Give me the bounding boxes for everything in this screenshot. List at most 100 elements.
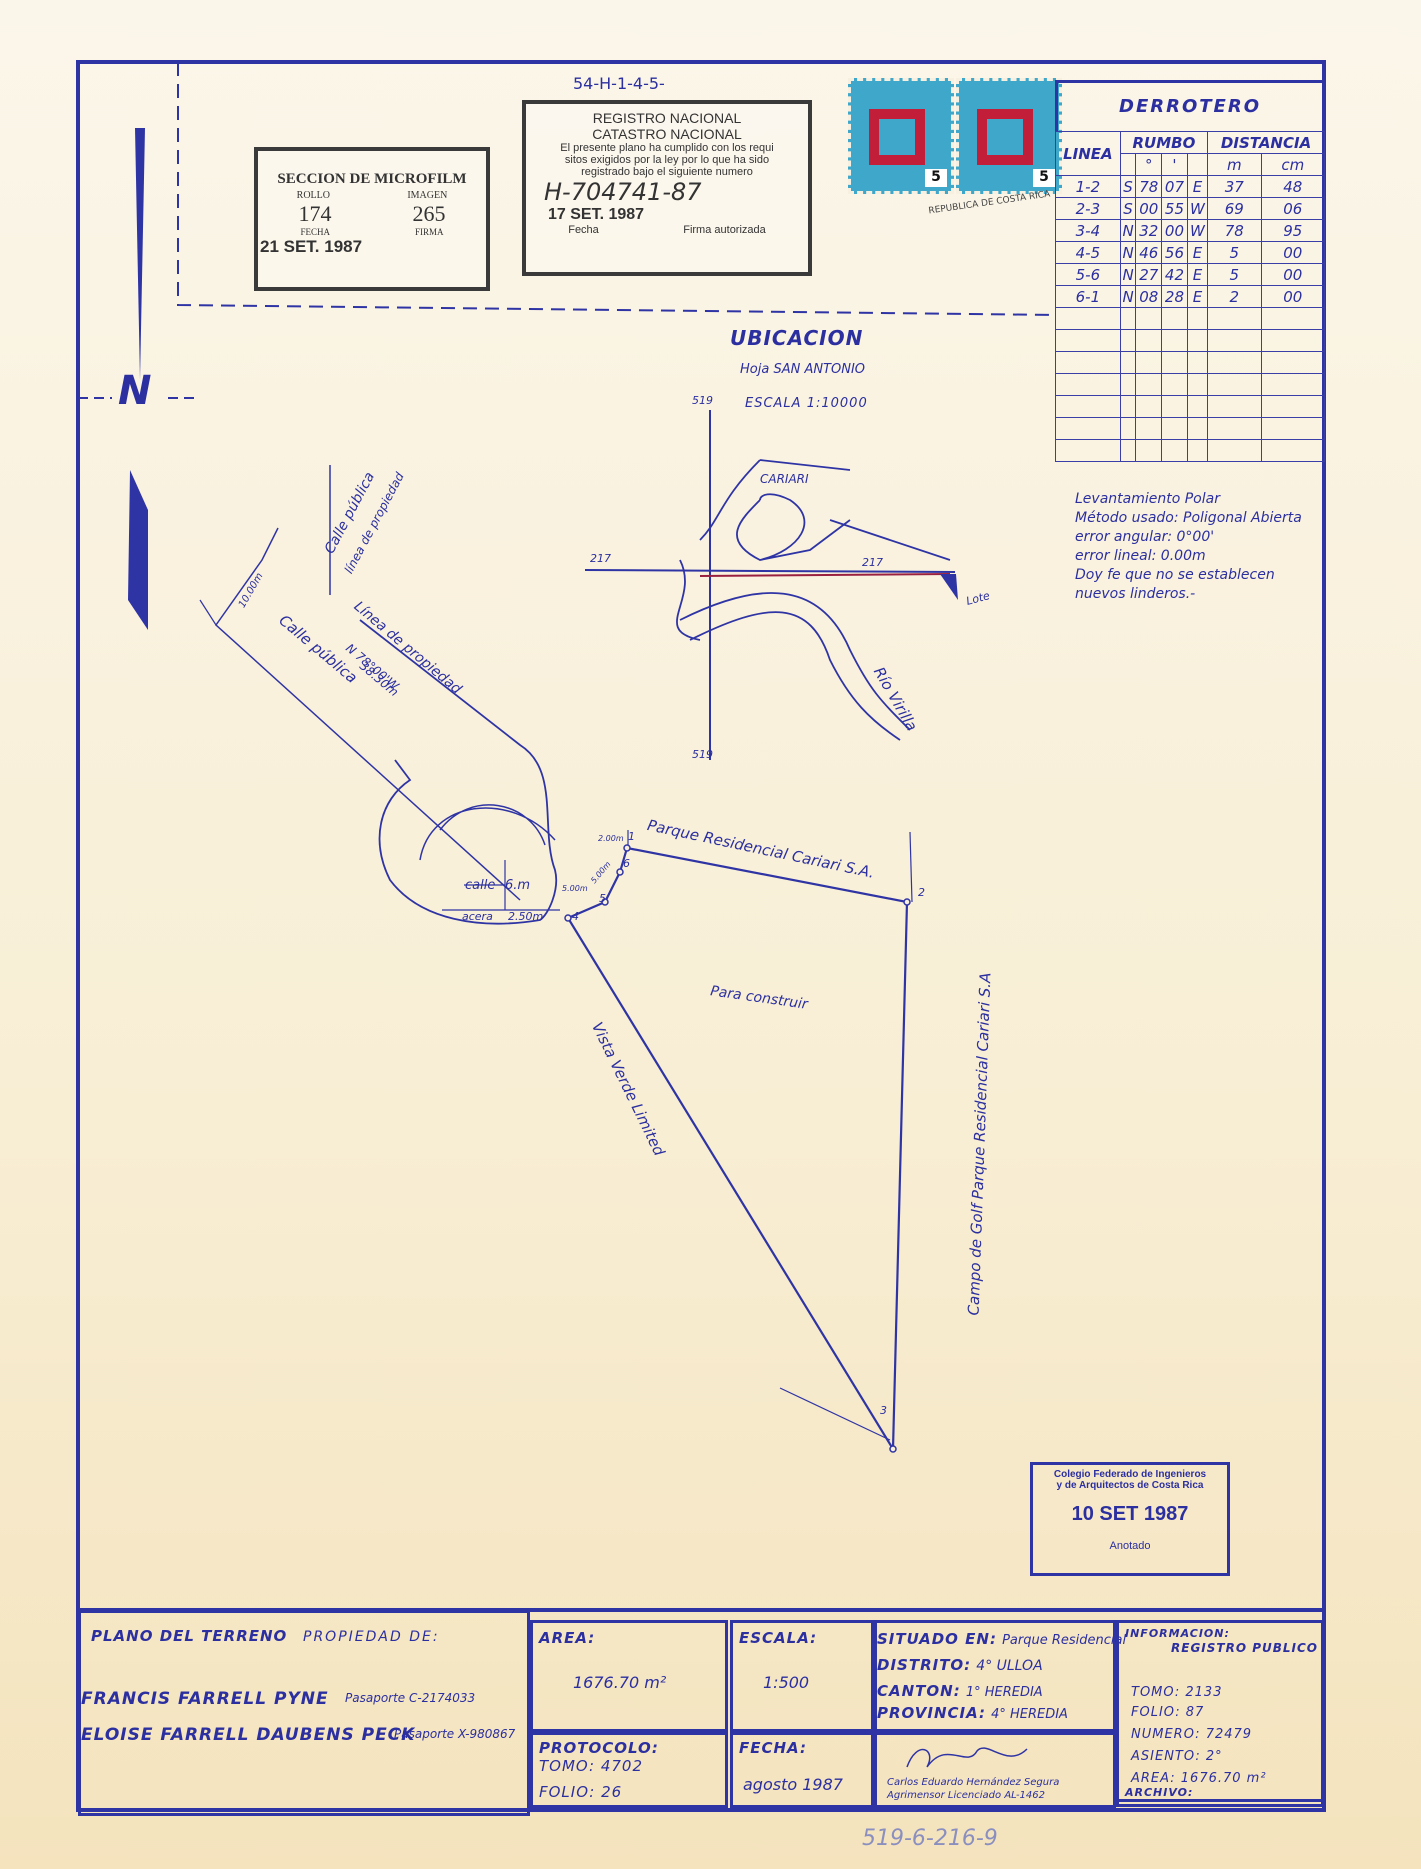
fiscal-stamp-1: 5 [848, 78, 954, 194]
registro-asiento: ASIENTO: 2° [1131, 1749, 1223, 1764]
escala-box: ESCALA: 1:500 [730, 1620, 874, 1732]
situado-label: SITUADO EN: [877, 1630, 997, 1648]
registro-fecha-label: Fecha [568, 224, 599, 236]
header-min: ' [1161, 153, 1188, 176]
registro-line1: REGISTRO NACIONAL [592, 110, 742, 126]
registro-line2: CATASTRO NACIONAL [592, 126, 742, 142]
derrotero-table: DERROTERO LINEA RUMBO DISTANCIA ° ' m cm… [1055, 80, 1326, 470]
imagen-value: 265 [412, 201, 446, 226]
point-1: 1 [628, 830, 635, 843]
note-line: Doy fe que no se establecen [1075, 567, 1275, 583]
canton-label: CANTON: [877, 1682, 961, 1700]
microfilm-date: 21 SET. 1987 [260, 237, 363, 256]
header-linea: LINEA [1055, 131, 1121, 176]
fiscal-stamp-2: 5 [956, 78, 1062, 194]
fecha-value: agosto 1987 [743, 1775, 843, 1794]
passport-1: Pasaporte C-2174033 [345, 1691, 476, 1705]
area-value: 1676.70 m² [573, 1673, 667, 1692]
archivo-label: ARCHIVO: [1125, 1786, 1194, 1799]
archivo-box: ARCHIVO: [1116, 1786, 1324, 1807]
registro-text3: registrado bajo el siguiente numero [581, 166, 753, 178]
colegio-date: 10 SET 1987 [1071, 1503, 1189, 1525]
header-cm: cm [1260, 153, 1326, 176]
fiscal-stamps: 5 5 REPUBLICA DE COSTA RICA [848, 78, 1062, 216]
calle-label: calle [465, 878, 496, 893]
note-line: nuevos linderos.- [1075, 586, 1196, 602]
info-label: INFORMACION: [1125, 1627, 1230, 1640]
protocolo-label: PROTOCOLO: [539, 1739, 659, 1757]
ubicacion-cariari: CARIARI [760, 472, 809, 486]
plano-label: PLANO DEL TERRENO [91, 1627, 288, 1645]
registro-area: AREA: 1676.70 m² [1131, 1771, 1267, 1786]
stamp-denomination-1: 5 [925, 169, 947, 187]
protocolo-box: PROTOCOLO: TOMO: 4702 FOLIO: 26 [530, 1732, 728, 1808]
area-box: AREA: 1676.70 m² [530, 1620, 728, 1732]
header-distancia: DISTANCIA [1207, 131, 1325, 154]
protocolo-folio: FOLIO: 26 [539, 1783, 623, 1801]
agrimensor-box: Carlos Eduardo Hernández Segura Agrimens… [874, 1732, 1116, 1808]
acera-width: 2.50m [508, 910, 544, 923]
header-m: m [1207, 153, 1262, 176]
registro-numero: NUMERO: 72479 [1131, 1727, 1253, 1742]
signature-icon [906, 1747, 1028, 1768]
coord-217-left: 217 [590, 552, 611, 565]
passport-2: Pasaporte X-980867 [394, 1727, 516, 1741]
coord-519-top: 519 [692, 394, 713, 407]
colegio-anotado: Anotado [1109, 1540, 1151, 1552]
escala-label: ESCALA: [739, 1629, 818, 1647]
info-label-2: REGISTRO PUBLICO [1171, 1641, 1319, 1655]
colegio-line2: y de Arquitectos de Costa Rica [1056, 1480, 1204, 1491]
situado-value: Parque Residencial [1002, 1633, 1127, 1648]
coord-217-right: 217 [862, 556, 883, 569]
firma-label: FIRMA [414, 227, 444, 237]
agrimensor-name: Carlos Eduardo Hernández Segura [887, 1777, 1060, 1788]
note-line: error angular: 0°00' [1075, 529, 1215, 545]
calle-width: 6.m [505, 878, 531, 893]
registro-stamp: REGISTRO NACIONAL CATASTRO NACIONAL El p… [522, 100, 812, 276]
provincia-value: 4° HEREDIA [991, 1707, 1068, 1722]
coord-519-bottom: 519 [692, 748, 713, 761]
survey-notes: Levantamiento Polar Método usado: Poligo… [1075, 490, 1302, 604]
agrimensor-title: Agrimensor Licenciado AL-1462 [887, 1790, 1046, 1801]
owner-block: PLANO DEL TERRENO PROPIEDAD DE: FRANCIS … [78, 1610, 530, 1816]
canton-value: 1° HEREDIA [965, 1685, 1043, 1700]
fecha-label: FECHA: [739, 1739, 807, 1757]
point-6: 6 [623, 857, 630, 870]
north-letter: N [118, 368, 152, 414]
derrotero-title: DERROTERO [1055, 80, 1325, 131]
point-4: 4 [572, 910, 579, 923]
provincia-label: PROVINCIA: [877, 1704, 986, 1722]
note-line: Método usado: Poligonal Abierta [1075, 510, 1302, 526]
point-5: 5 [599, 892, 606, 905]
header-rumbo: RUMBO [1119, 131, 1209, 154]
bottom-code: 519-6-216-9 [862, 1826, 998, 1851]
microfilm-title: SECCION DE MICROFILM [277, 171, 467, 187]
situado-box: SITUADO EN: Parque Residencial DISTRITO:… [874, 1620, 1126, 1732]
registro-text2: sitos exigidos por la ley por lo que ha … [564, 154, 770, 166]
registro-folio: FOLIO: 87 [1131, 1705, 1205, 1720]
note-line: Levantamiento Polar [1075, 491, 1220, 507]
area-label: AREA: [539, 1629, 596, 1647]
owner-1: FRANCIS FARRELL PYNE [81, 1689, 329, 1709]
dist-6-1: 2.00m [598, 834, 624, 843]
registro-date: 17 SET. 1987 [548, 206, 645, 223]
registro-publico-box: INFORMACION: REGISTRO PUBLICO TOMO: 2133… [1116, 1620, 1324, 1802]
registro-text1: El presente plano ha cumplido con los re… [560, 142, 774, 154]
escala-value: 1:500 [763, 1673, 810, 1692]
registro-number: H-704741-87 [544, 178, 702, 206]
header-deg: ° [1135, 153, 1163, 176]
propiedad-label: PROPIEDAD DE: [303, 1629, 440, 1645]
registro-tomo: TOMO: 2133 [1131, 1685, 1223, 1700]
microfilm-stamp: SECCION DE MICROFILM ROLLO IMAGEN 174 26… [254, 147, 490, 291]
ubicacion-title: UBICACION [730, 326, 864, 350]
registro-firma-label: Firma autorizada [683, 224, 766, 236]
distrito-value: 4° ULLOA [976, 1658, 1043, 1674]
colegio-stamp: Colegio Federado de Ingenieros y de Arqu… [1030, 1462, 1230, 1576]
protocolo-tomo: TOMO: 4702 [539, 1757, 643, 1775]
